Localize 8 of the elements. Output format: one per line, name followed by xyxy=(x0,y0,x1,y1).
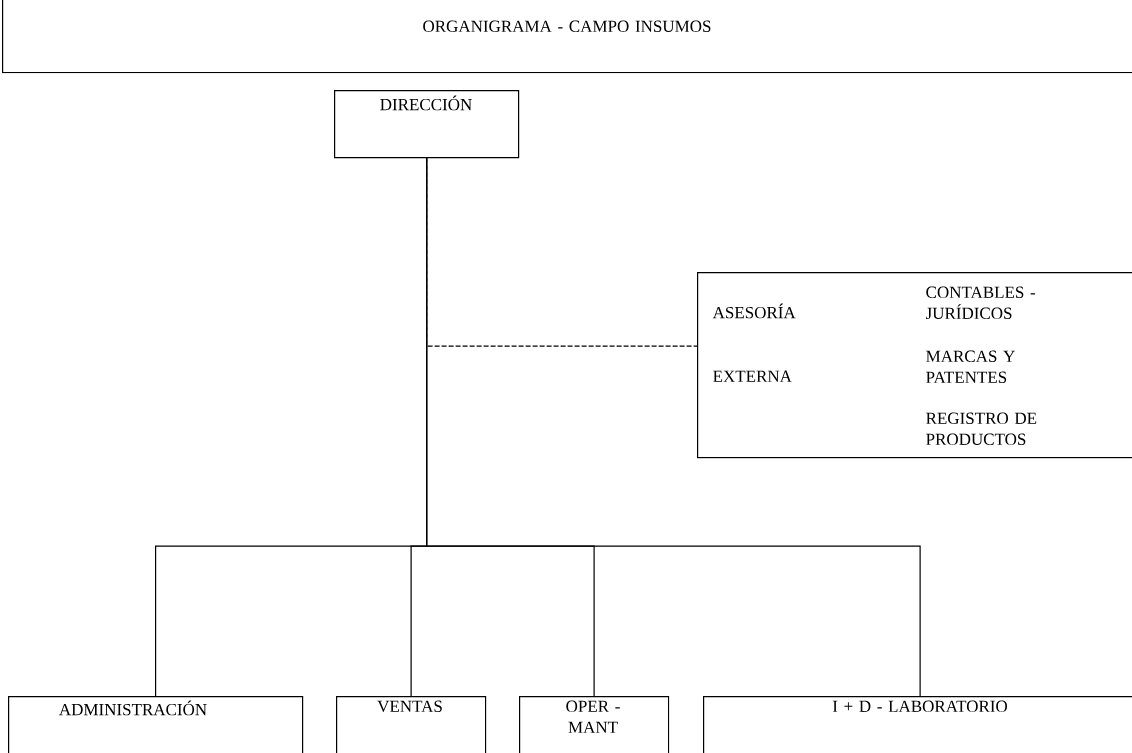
org-box: DIRECCIÓN xyxy=(334,90,520,159)
org-box: OPER - MANT xyxy=(519,696,670,753)
connector-line xyxy=(426,157,921,697)
title-box: ORGANIGRAMA - CAMPO INSUMOS xyxy=(2,0,1132,74)
org-box: ASESORÍA EXTERNA CONTABLES - JURÍDICOS MARCAS Y PATENTES REGISTRO DE PRODUCTOS xyxy=(697,272,1132,459)
org-box: I + D - LABORATORIO xyxy=(703,696,1132,753)
org-box: ADMINISTRACIÓN xyxy=(8,696,304,753)
org-box: VENTAS xyxy=(336,696,487,753)
